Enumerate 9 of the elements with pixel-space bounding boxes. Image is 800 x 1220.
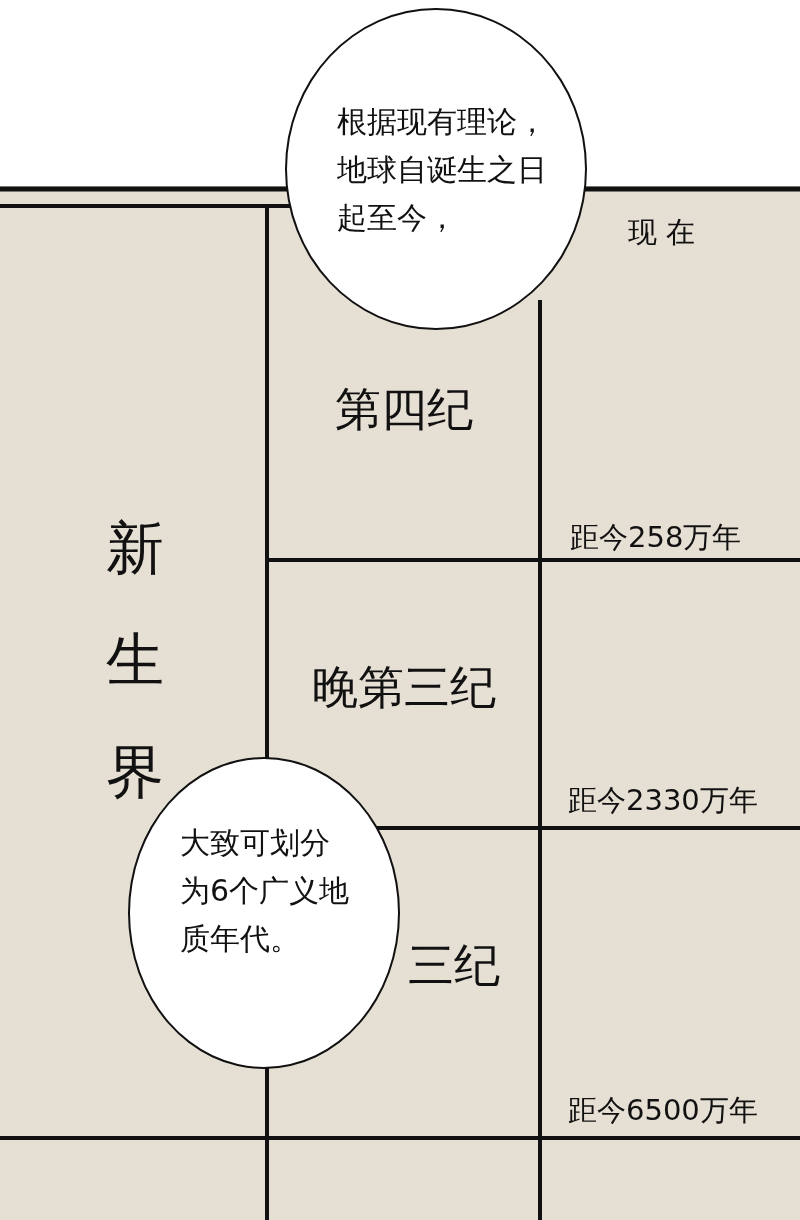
time-label: 距今2330万年 [568, 786, 758, 815]
vertical-title: 新生界 [106, 513, 165, 808]
time-label: 现 在 [628, 218, 696, 247]
time-label: 距今6500万年 [568, 1096, 758, 1125]
bubble-text: 大致可划分为6个广义地质年代。 [180, 824, 350, 958]
time-label: 距今258万年 [570, 523, 742, 552]
era-label: 第四纪 [333, 386, 474, 432]
era-label: 晚第三纪 [310, 664, 497, 710]
bubble-text: 根据现有理论，地球自诞生之日起至今， [337, 103, 548, 237]
